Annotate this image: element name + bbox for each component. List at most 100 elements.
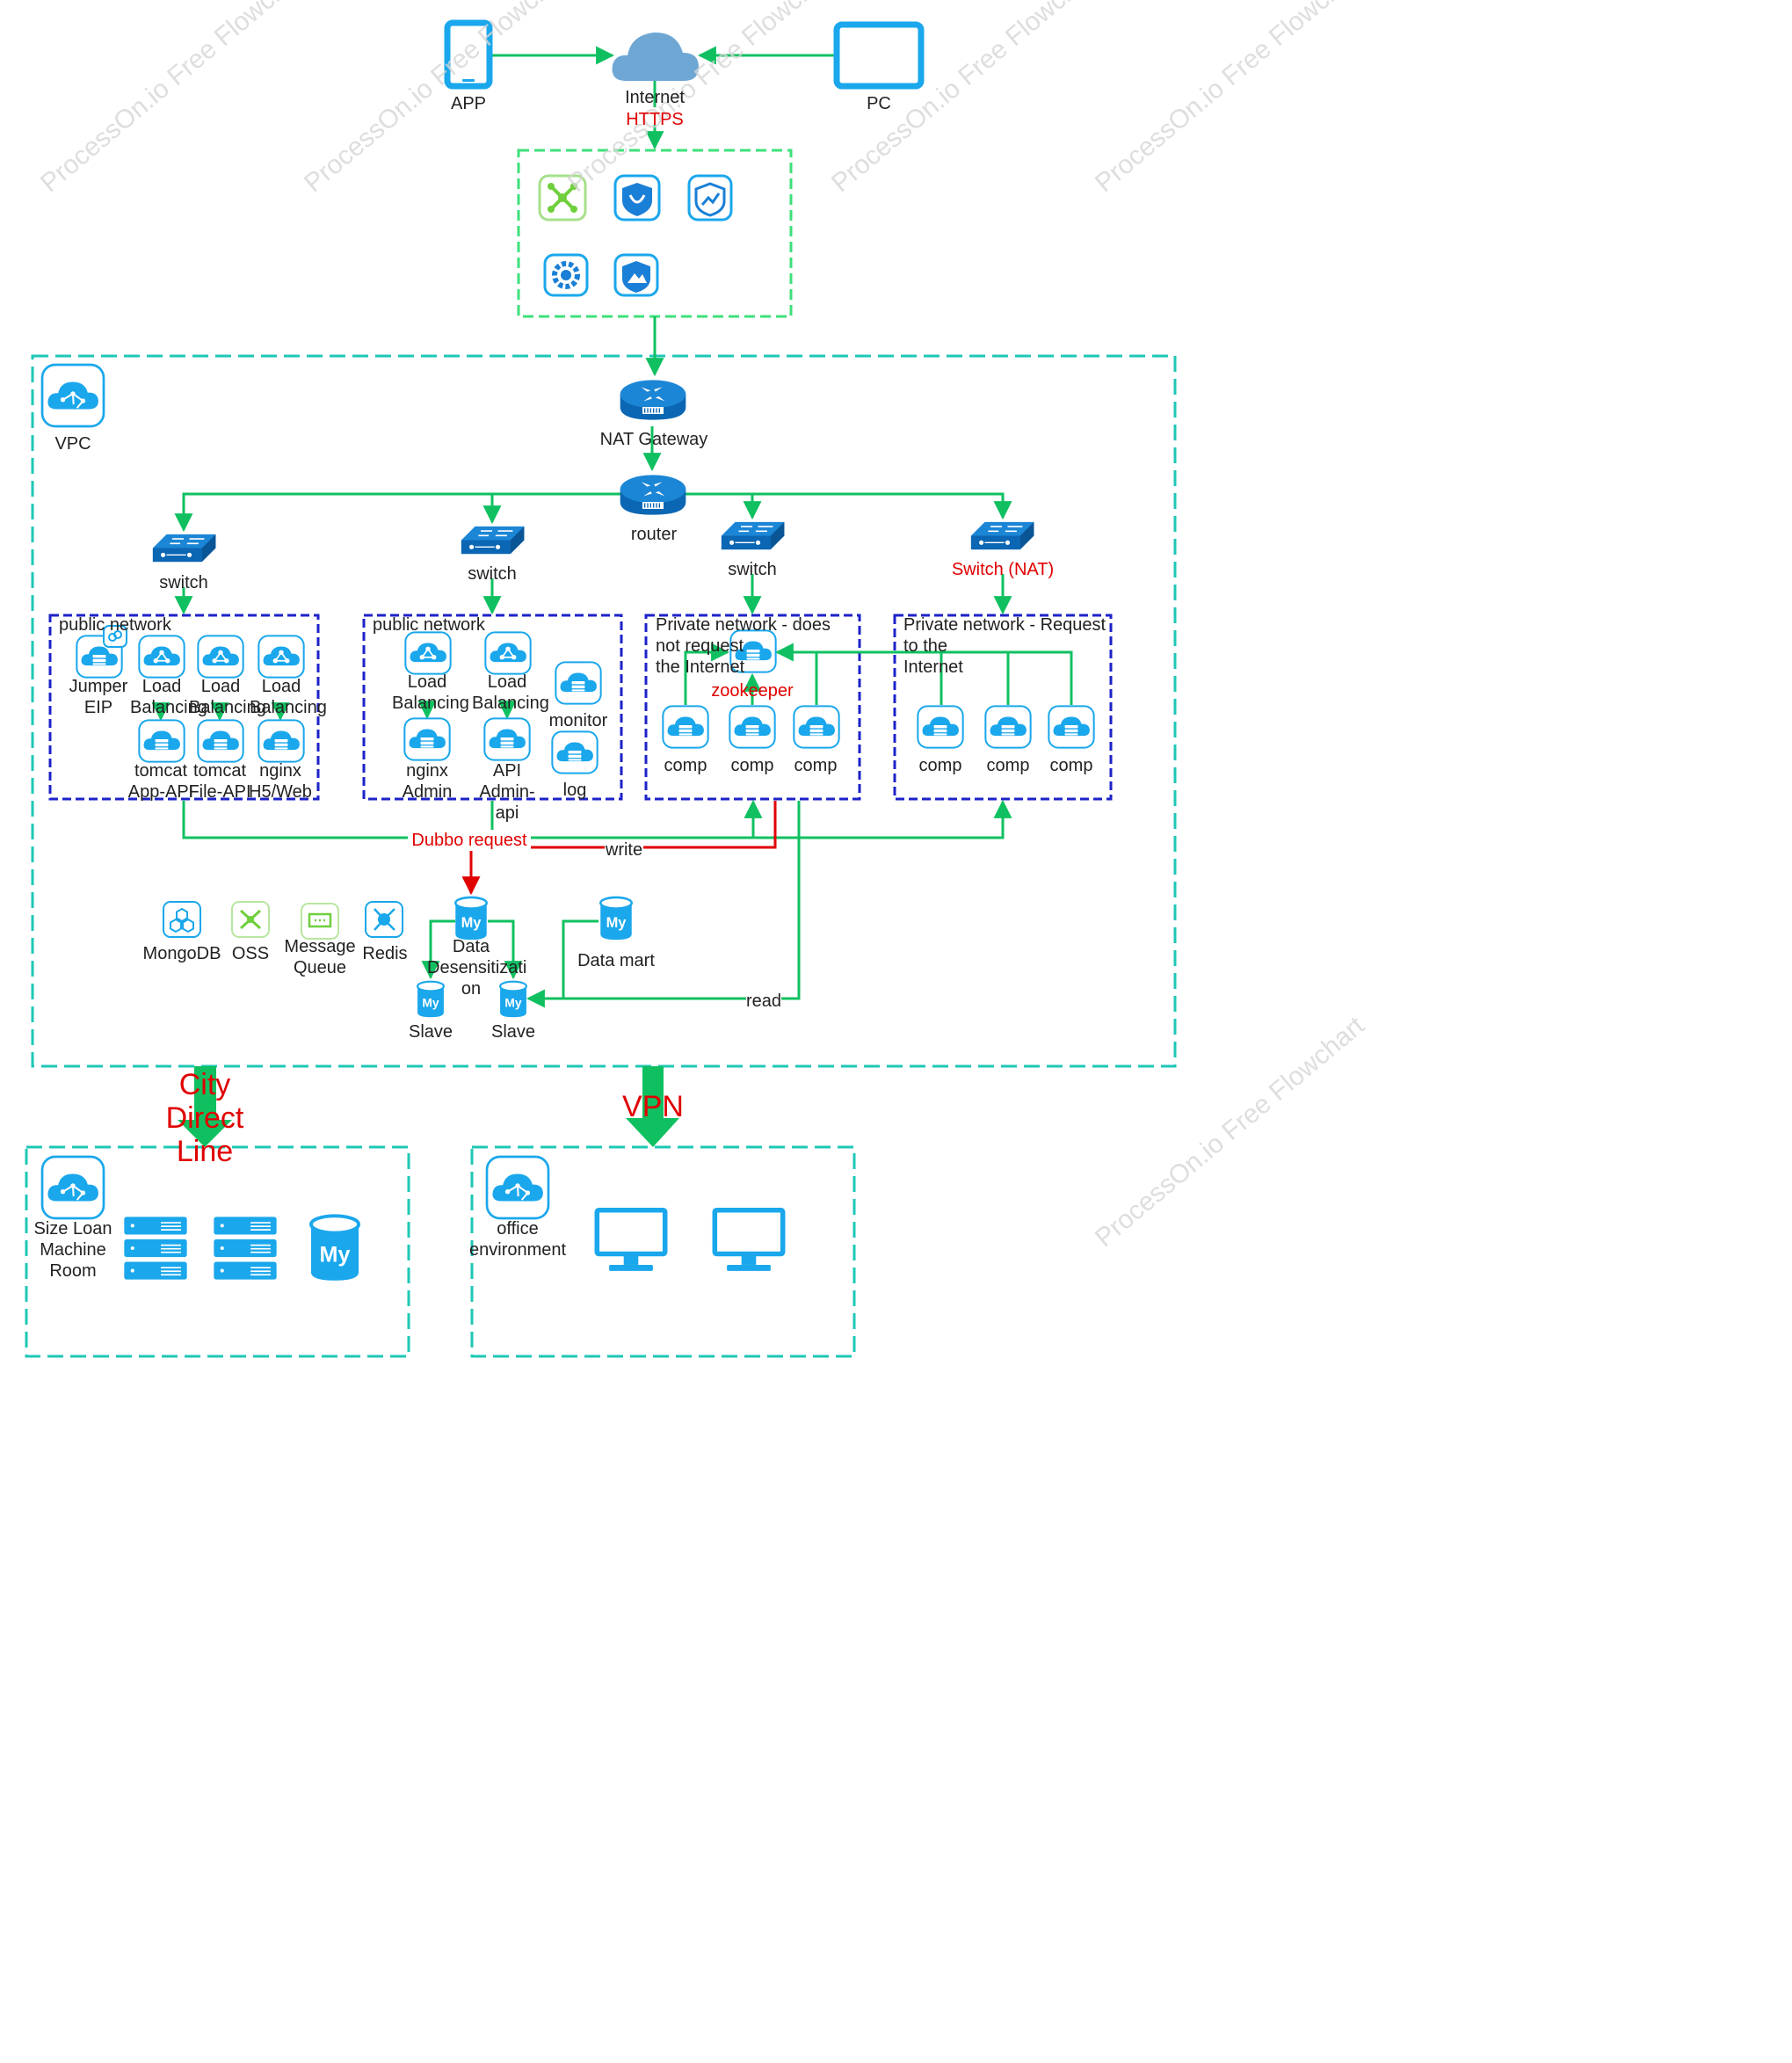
phone-icon (444, 19, 493, 90)
router-icon (619, 474, 687, 516)
comp-label: comp (1049, 756, 1093, 775)
private-network-frame-2 (893, 614, 1113, 801)
internet-cloud-icon (612, 32, 699, 81)
nginx-admin-icon (403, 717, 451, 761)
pc-label: PC (867, 94, 891, 113)
tomcat-file-api-icon (197, 719, 244, 763)
nat-gateway-icon (619, 379, 687, 421)
comp-icon (1048, 705, 1095, 749)
city-direct-line-arrow (178, 1066, 232, 1147)
load-balancing-icon (197, 635, 244, 679)
monitor-label: monitor (548, 711, 608, 730)
api-admin-label: API Admin-api (479, 761, 535, 823)
message-queue-label: Message Queue (284, 937, 356, 977)
switch-label: switch (159, 573, 208, 592)
switch-label: switch (468, 564, 517, 584)
mysql-db-icon (309, 1214, 360, 1282)
network-hub-icon (538, 174, 587, 222)
switch-icon (461, 526, 526, 555)
api-admin-icon (483, 717, 531, 761)
city-direct-line-label: City Direct Line (165, 1068, 244, 1168)
comp-label: comp (918, 756, 962, 775)
machine-room-cloud-icon (40, 1155, 105, 1220)
nginx-h5-web-label: nginx H5/Web (249, 761, 312, 802)
comp-icon (729, 705, 776, 749)
switch-label: switch (728, 560, 777, 579)
data-desensitization-db-icon (454, 896, 488, 941)
load-balancing-icon (484, 631, 532, 675)
nginx-h5-web-icon (258, 719, 305, 763)
comp-icon (793, 705, 840, 749)
desktop-monitor-icon (597, 1210, 664, 1271)
desktop-monitor-icon (715, 1210, 782, 1271)
message-queue-icon (301, 903, 339, 940)
switch-icon (152, 534, 217, 563)
switch-nat-icon (970, 521, 1035, 550)
nat-gateway-label: NAT Gateway (599, 430, 708, 449)
comp-icon (984, 705, 1032, 749)
data-mart-db-icon (599, 896, 633, 941)
mongodb-label: MongoDB (142, 944, 221, 963)
machine-room-frame (25, 1145, 410, 1358)
comp-label: comp (730, 756, 774, 775)
load-balancing-label: Load Balancing (250, 677, 327, 717)
gear-icon (543, 253, 589, 297)
vpc-icon (40, 363, 105, 428)
log-label: log (562, 781, 587, 800)
monitor-server-icon (555, 661, 602, 705)
rack-server-icon (213, 1216, 278, 1281)
comp-label: comp (986, 756, 1030, 775)
tomcat-file-api-label: tomcat File-API (188, 761, 251, 802)
green-connectors (151, 46, 1073, 1008)
nginx-admin-label: nginx Admin (402, 761, 453, 802)
slave-label: Slave (490, 1022, 536, 1042)
mongodb-icon (163, 901, 201, 938)
read-label: read (746, 991, 782, 1012)
group-title: Private network - does not request the I… (656, 615, 831, 677)
public-network-frame-1 (48, 614, 320, 801)
data-desensitization-label: Data Desensitizati on (427, 937, 527, 999)
private-network-frame-1 (644, 614, 861, 801)
zookeeper-label: zookeeper (711, 681, 794, 701)
comp-label: comp (794, 756, 838, 775)
redis-icon (365, 901, 403, 938)
office-frame (470, 1145, 856, 1358)
office-cloud-icon (485, 1155, 550, 1220)
internet-label: Internet (625, 88, 685, 107)
group-title: Private network - Request to the Interne… (903, 615, 1106, 677)
vpn-arrow (626, 1066, 679, 1147)
comp-icon (917, 705, 964, 749)
group-title: public network (59, 615, 171, 635)
redis-label: Redis (362, 944, 408, 963)
slave-label: Slave (408, 1022, 453, 1042)
switch-nat-label: Switch (NAT) (951, 560, 1055, 579)
load-balancing-icon (258, 635, 305, 679)
load-balancing-label: Load Balancing (472, 672, 549, 713)
shield-chart-icon (687, 174, 733, 222)
https-label: HTTPS (626, 110, 684, 129)
comp-icon (662, 705, 709, 749)
jumper-eip-label: Jumper EIP (69, 677, 128, 717)
tomcat-app-api-label: tomcat App-API (127, 761, 194, 802)
write-label: write (605, 839, 643, 861)
tomcat-app-api-icon (138, 719, 185, 763)
app-label: APP (450, 94, 487, 113)
comp-label: comp (664, 756, 707, 775)
shield-alert-icon (613, 174, 661, 222)
link-badge-icon (103, 625, 127, 648)
rack-server-icon (123, 1216, 188, 1281)
load-balancing-label: Load Balancing (392, 672, 469, 713)
vpn-label: VPN (622, 1090, 684, 1123)
load-balancing-label: Load Balancing (130, 677, 207, 717)
dubbo-request-label: Dubbo request (408, 830, 531, 851)
data-mart-label: Data mart (577, 951, 655, 970)
oss-icon (231, 901, 270, 938)
log-server-icon (551, 730, 599, 774)
load-balancing-icon (138, 635, 185, 679)
switch-icon (721, 521, 786, 550)
oss-label: OSS (231, 944, 270, 963)
machine-room-label: Size Loan Machine Room (33, 1219, 112, 1281)
group-title: public network (373, 615, 485, 635)
public-network-frame-2 (362, 614, 623, 801)
